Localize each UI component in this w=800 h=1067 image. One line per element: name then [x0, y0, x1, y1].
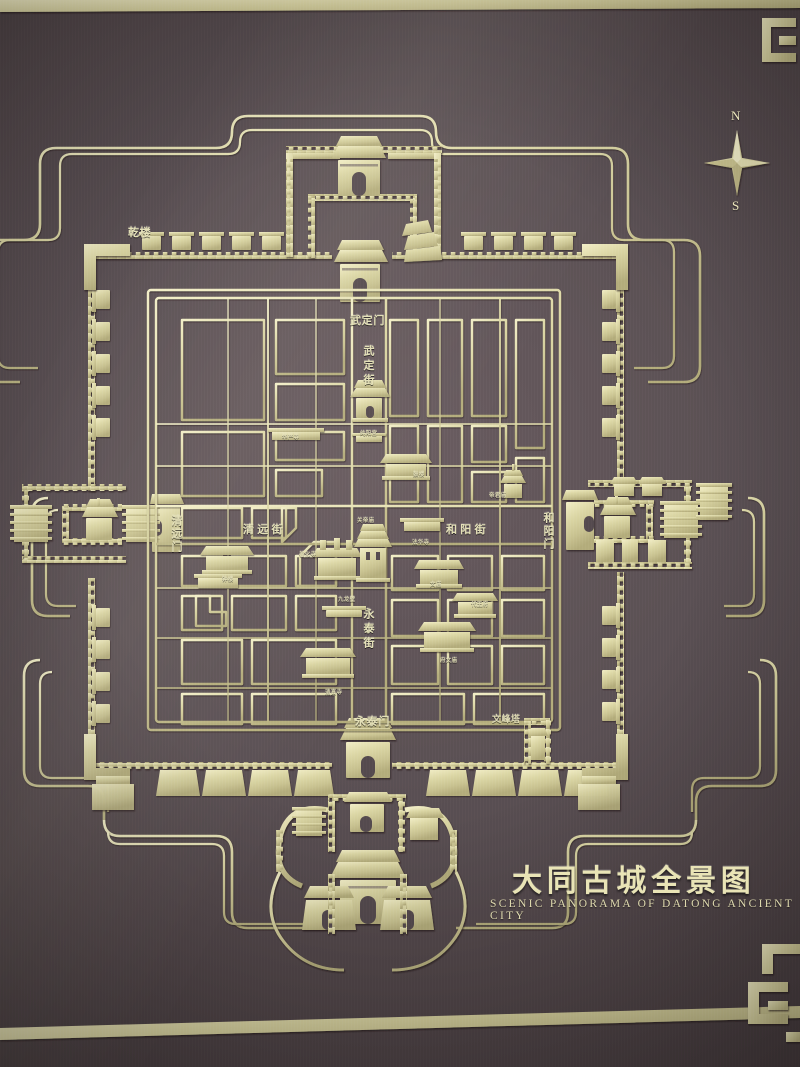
meander-corner-bottom-right [748, 944, 800, 1042]
outer-ring-road-inner [0, 128, 762, 926]
plaque-border-strips [0, 0, 800, 1040]
site-label-11: 府文庙 [440, 658, 458, 664]
site-label-4: 关帝庙 [357, 518, 375, 524]
site-label-5: 法华寺 [412, 540, 430, 546]
city-wall-outer [88, 252, 624, 769]
site-label-10: 钟楼 [222, 577, 234, 583]
street-label-yongtai: 永泰街 [362, 608, 375, 651]
street-label-qingyuan: 清远街 [243, 523, 286, 536]
site-label-2: 鼓楼 [413, 472, 425, 478]
site-label-1: 纯阳宫 [360, 431, 378, 437]
compass-north-label: N [731, 108, 742, 123]
tower-label-qianlou: 乾楼 [128, 226, 152, 239]
tower-label-wenfeng-pagoda: 文峰塔 [492, 715, 521, 725]
city-landmark-buildings [194, 380, 526, 678]
site-label-7: 九龙壁 [338, 597, 356, 603]
gate-label-east: 和阳门 [542, 512, 555, 551]
west-gate-complex [10, 484, 184, 563]
compass-south-label: S [732, 198, 741, 213]
street-label-heyang: 和阳街 [446, 523, 489, 536]
site-label-8: 文庙 [430, 582, 442, 588]
north-gate-complex [286, 136, 442, 302]
plaque-title-english: SCENIC PANORAMA OF DATONG ANCIENT CITY [490, 898, 794, 922]
street-label-wuding: 武定街 [362, 345, 375, 388]
compass-rose-relief [704, 130, 770, 196]
meander-corner-top-right [762, 18, 796, 62]
east-gate-complex [562, 477, 732, 569]
gate-label-north: 武定门 [350, 314, 385, 327]
site-label-3: 帝君庙 [489, 493, 507, 499]
wall-turrets [92, 232, 620, 796]
site-label-9: 代王府 [471, 602, 489, 608]
site-label-12: 清真寺 [325, 690, 343, 696]
plaque-title-chinese: 大同古城全景图 [512, 864, 756, 899]
site-label-6: 善化寺 [299, 552, 317, 558]
gate-label-south: 永泰门 [355, 715, 390, 728]
south-gate-complex [269, 718, 467, 972]
wenfeng-pagoda-relief [524, 718, 551, 764]
gate-label-west: 清远门 [170, 515, 183, 554]
city-block-grid [146, 288, 562, 732]
site-label-0: 华严寺 [282, 435, 300, 441]
corner-bastions [84, 244, 628, 810]
